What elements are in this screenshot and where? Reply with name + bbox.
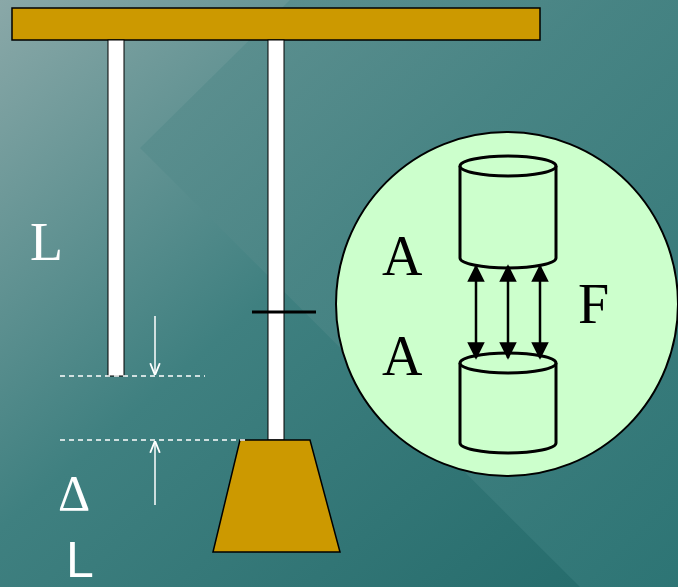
arrow (154, 316, 156, 374)
dimension-label: L (66, 535, 94, 585)
background-diamond (140, 0, 678, 587)
area-label: A (382, 328, 422, 384)
force-label: F (578, 276, 609, 332)
detail-circle: AA F (330, 128, 678, 480)
force-arrow (475, 266, 478, 358)
dimension-label: Δ (58, 468, 90, 518)
circle-outline (330, 128, 678, 480)
loaded-rod (268, 40, 284, 440)
lower-cylinder (460, 353, 556, 453)
dashed-line (60, 439, 245, 441)
weight (213, 440, 340, 552)
detail-circle-shape (336, 132, 678, 476)
unloaded-rod (108, 40, 124, 376)
dimension-label: L (30, 215, 63, 269)
dashed-line (60, 375, 205, 377)
force-arrow (539, 266, 542, 358)
arrow (154, 442, 156, 505)
force-arrow (507, 266, 510, 358)
ceiling-beam (12, 8, 540, 40)
area-label: A (382, 228, 422, 284)
cut-mark (252, 311, 316, 314)
upper-cylinder (460, 156, 556, 268)
